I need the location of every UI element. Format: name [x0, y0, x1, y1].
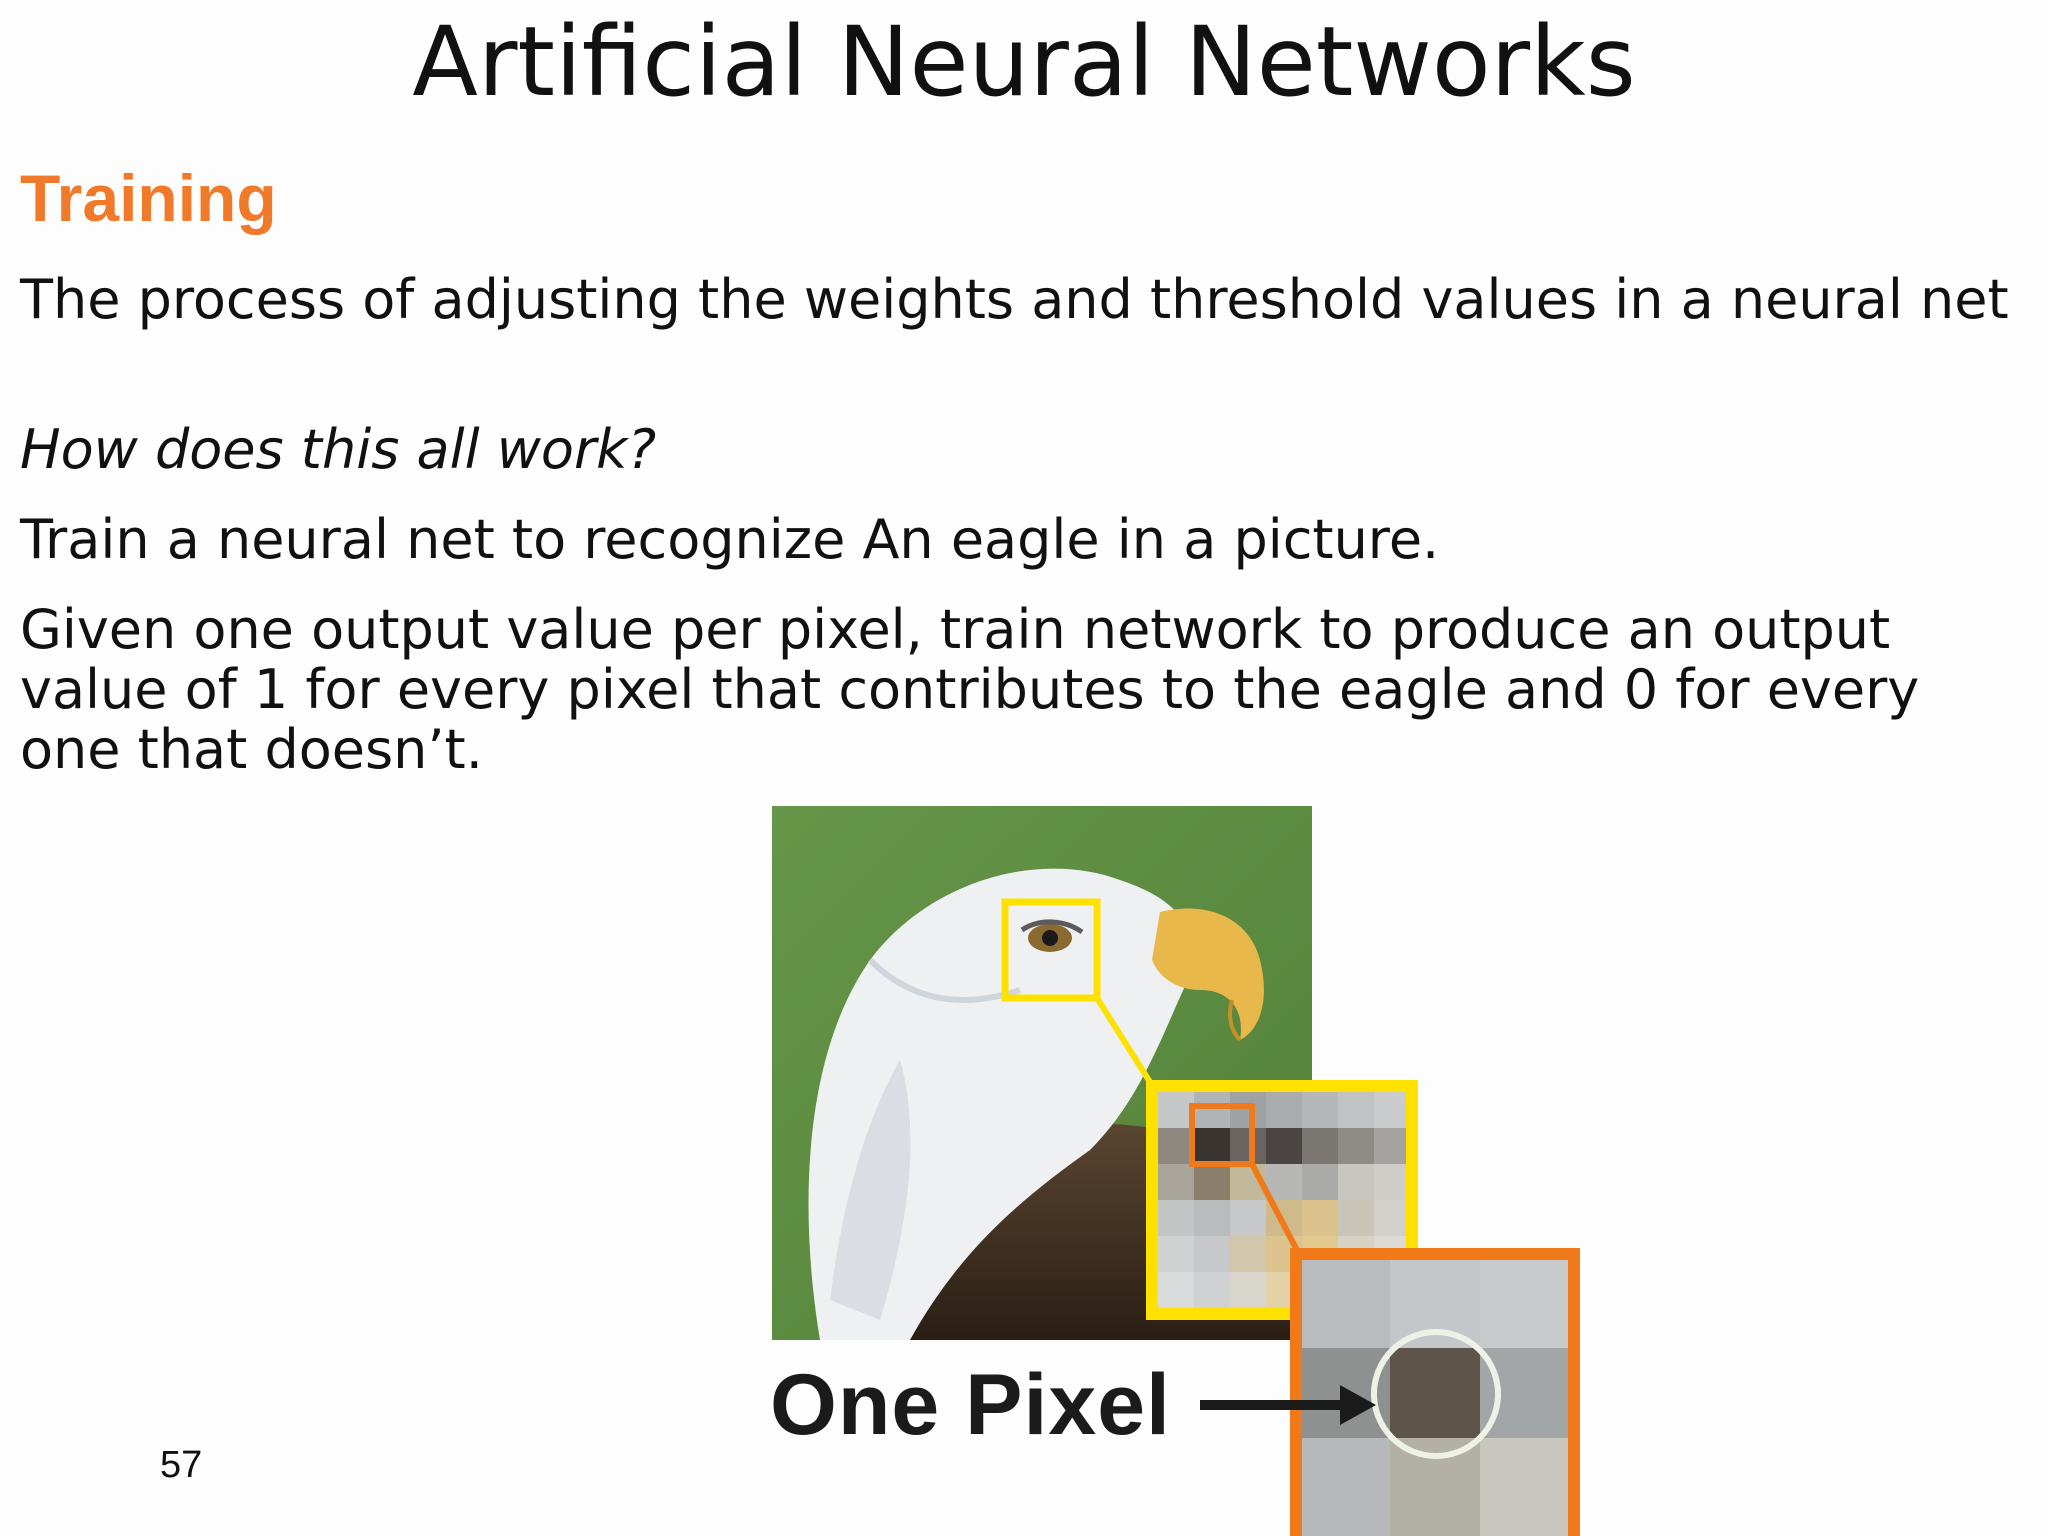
- arrow-icon: [1340, 1385, 1376, 1425]
- pixel-select-box: [1189, 1103, 1255, 1167]
- zoom-connector: [1094, 996, 1158, 1092]
- example-paragraph: Train a neural net to recognize An eagle…: [20, 508, 1440, 571]
- eagle-beak: [1152, 908, 1264, 1040]
- pixel-detail-grid: [1302, 1260, 1568, 1536]
- eye-zoom-box: [1001, 898, 1101, 1002]
- eagle-illustration: [772, 806, 1580, 1536]
- definition-paragraph: The process of adjusting the weights and…: [20, 268, 2009, 331]
- question-paragraph: How does this all work?: [20, 418, 657, 481]
- one-pixel-highlight: [1371, 1329, 1501, 1459]
- one-pixel-label: One Pixel: [770, 1357, 1171, 1453]
- section-heading: Training: [20, 161, 277, 235]
- pixel-connector: [1249, 1162, 1303, 1258]
- page-number: 57: [160, 1444, 203, 1486]
- eagle-pixel-figure: [760, 800, 1600, 1536]
- slide-title: Artificial Neural Networks: [412, 6, 1636, 118]
- pixel-output-paragraph: Given one output value per pixel, train …: [20, 598, 1920, 781]
